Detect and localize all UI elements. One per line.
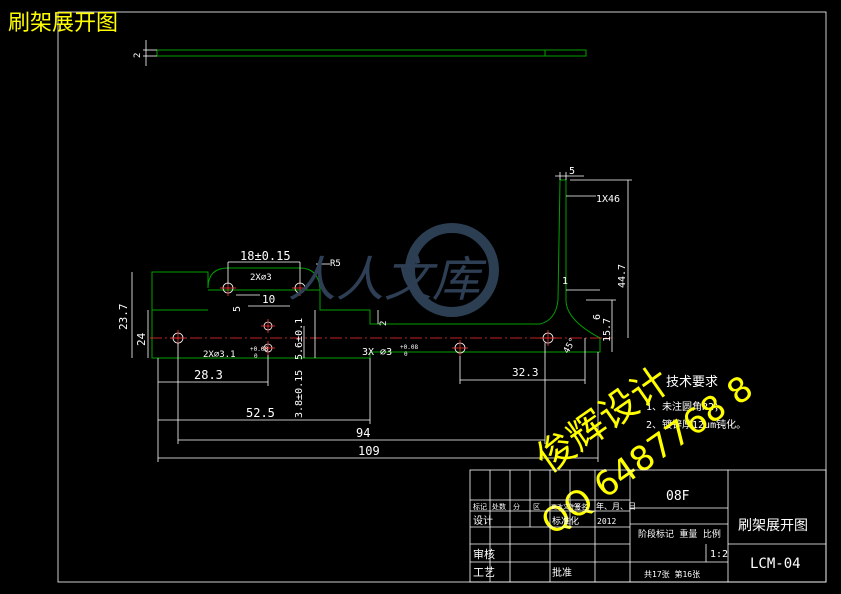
dim-24: 24 <box>135 332 148 346</box>
tb-sheets: 共17张 第16张 <box>644 569 700 579</box>
drawing-title-header: 刷架展开图 <box>8 11 118 36</box>
tb-stage-header: 阶段标记 重量 比例 <box>638 528 721 540</box>
dim-tol-008-b: +0.08 <box>400 344 418 351</box>
tech-requirements: 技术要求 1、未注圆角R2； 2、镀锌厚12um钝化。 <box>646 375 746 431</box>
dim-1x46: 1X46 <box>596 194 620 205</box>
title-block: 标记 处数 分 区 更改文件号 签名 年、月、日 设计 标准化 2012 审核 … <box>469 469 827 583</box>
tech-item-2: 2、镀锌厚12um钝化。 <box>646 418 746 431</box>
dim-5-top: 5 <box>569 166 575 177</box>
tb-process-label: 工艺 <box>473 566 495 579</box>
dim-hole-3x3: 3X ∅3 <box>362 347 392 358</box>
dimension-texts: 18±0.15 2X∅3 R5 10 5 23.7 24 2X∅3.1 +0.0… <box>117 166 628 458</box>
dim-10: 10 <box>262 293 275 306</box>
dim-tol-0-b: 0 <box>404 351 408 358</box>
brand-watermark: 人人文库 <box>288 252 487 308</box>
dim-23-7: 23.7 <box>117 304 130 331</box>
holes <box>170 280 556 356</box>
dim-r5: R5 <box>330 259 341 269</box>
dim-28-3: 28.3 <box>194 368 223 382</box>
tech-item-1: 1、未注圆角R2； <box>646 400 724 413</box>
tb-std-label: 标准化 <box>552 515 579 527</box>
tb-row-label-1: 处数 <box>492 502 506 511</box>
dim-holes-2x3-1: 2X∅3.1 <box>203 350 236 360</box>
tb-row-label-3: 区 <box>533 503 540 511</box>
part-outline <box>151 179 601 359</box>
dim-3-8: 3.8±0.15 <box>294 370 305 418</box>
dim-15-7: 15.7 <box>602 318 613 342</box>
dim-109: 109 <box>358 444 380 458</box>
strip-view: 2 <box>133 40 587 66</box>
dim-5-6: 5.6±0.1 <box>294 318 305 360</box>
dim-2: 2 <box>379 321 389 326</box>
tb-row-label-0: 标记 <box>473 502 487 511</box>
dim-holes-2x3: 2X∅3 <box>250 273 272 283</box>
brand-logo-ring <box>405 223 499 317</box>
tb-review-label: 审核 <box>473 547 495 561</box>
dim-tol-0-a: 0 <box>254 353 258 360</box>
dim-1: 1 <box>562 276 568 287</box>
dim-18: 18±0.15 <box>240 249 291 263</box>
tb-design-label: 设计 <box>473 514 493 527</box>
dim-5: 5 <box>232 306 243 312</box>
tech-title: 技术要求 <box>666 375 718 390</box>
dim-52-5: 52.5 <box>246 406 275 420</box>
dim-94: 94 <box>356 426 370 440</box>
tb-row-label-5: 签名 <box>574 502 588 511</box>
tb-row-label-6: 年、月、日 <box>596 501 636 511</box>
tb-row-label-2: 分 <box>513 502 520 511</box>
dim-tol-008-a: +0.08 <box>250 346 268 353</box>
tb-drawing-name: 刷架展开图 <box>738 518 808 534</box>
tb-material: 08F <box>666 489 690 504</box>
tb-row-label-4: 更改文件号 <box>551 503 581 511</box>
tb-approve-label: 批准 <box>552 566 572 579</box>
dimension-lines <box>131 172 632 462</box>
dim-6: 6 <box>592 314 603 320</box>
sheet-border <box>57 11 827 583</box>
dim-thickness: 2 <box>133 53 143 58</box>
dim-44-7: 44.7 <box>617 264 628 288</box>
dim-32-3: 32.3 <box>512 366 539 379</box>
tb-date: 2012 <box>597 517 616 526</box>
tb-drawing-no: LCM-04 <box>750 556 801 572</box>
dim-45-deg: 45° <box>562 336 579 355</box>
tb-scale: 1:2 <box>710 549 728 560</box>
